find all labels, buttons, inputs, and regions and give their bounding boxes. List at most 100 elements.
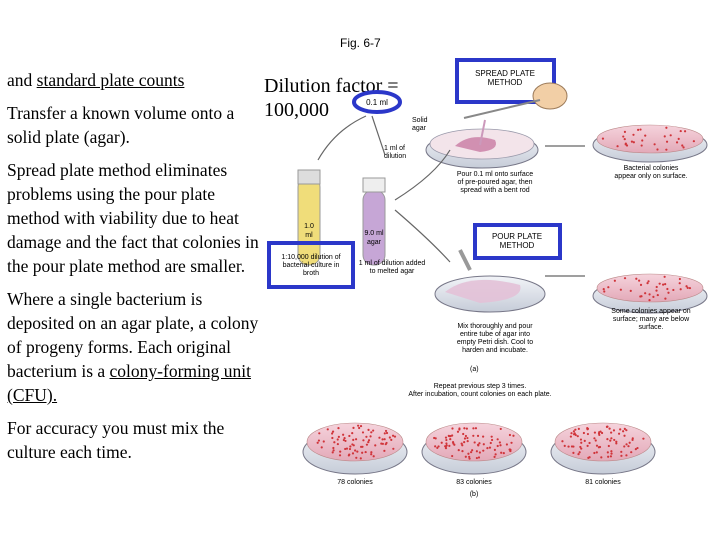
- colony-dot: [354, 449, 356, 451]
- colony-dot: [352, 452, 354, 454]
- colony-dot: [652, 296, 654, 298]
- colony-dot: [332, 449, 334, 451]
- colony-dot: [451, 434, 453, 436]
- colony-dot: [370, 451, 372, 453]
- colony-dot: [659, 283, 661, 285]
- colony-dot: [610, 437, 612, 439]
- colony-dot: [602, 138, 604, 140]
- colony-dot: [499, 441, 501, 443]
- colony-dot: [373, 455, 375, 457]
- colony-dot: [467, 453, 469, 455]
- colony-dot: [679, 282, 681, 284]
- colony-dot: [384, 432, 386, 434]
- colony-dot: [482, 450, 484, 452]
- colony-dot: [664, 298, 666, 300]
- colony-dot: [370, 453, 372, 455]
- colony-dot: [448, 445, 450, 447]
- colony-dot: [607, 286, 609, 288]
- colony-dot: [337, 427, 339, 429]
- colony-dot: [681, 144, 683, 146]
- colony-dot: [610, 450, 612, 452]
- broth-tube: [298, 170, 320, 265]
- colony-dot: [561, 440, 563, 442]
- colony-dot: [446, 444, 448, 446]
- colony-dot: [338, 436, 340, 438]
- colony-dot: [448, 435, 450, 437]
- colony-dot: [445, 439, 447, 441]
- colony-dot: [470, 451, 472, 453]
- colony-dot: [596, 451, 598, 453]
- count1-label: 78 colonies: [337, 479, 373, 486]
- colony-dot: [578, 428, 580, 430]
- colony-dot: [644, 135, 646, 137]
- colony-dot: [639, 128, 641, 130]
- colony-dot: [497, 445, 499, 447]
- count-plate-1: [303, 423, 407, 474]
- colony-dot: [630, 451, 632, 453]
- colony-dot: [586, 427, 588, 429]
- colony-dot: [386, 432, 388, 434]
- colony-dot: [385, 442, 387, 444]
- colony-dot: [623, 435, 625, 437]
- colony-dot: [462, 433, 464, 435]
- colony-dot: [640, 295, 642, 297]
- colony-dot: [594, 431, 596, 433]
- colony-dot: [479, 451, 481, 453]
- colony-dot: [472, 427, 474, 429]
- colony-dot: [572, 445, 574, 447]
- colony-dot: [638, 280, 640, 282]
- colony-dot: [327, 428, 329, 430]
- colony-dot: [603, 290, 605, 292]
- colony-dot: [489, 447, 491, 449]
- colony-dot: [368, 439, 370, 441]
- colony-dot: [587, 433, 589, 435]
- colony-dot: [362, 431, 364, 433]
- colony-dot: [339, 451, 341, 453]
- colony-dot: [367, 429, 369, 431]
- colony-dot: [491, 436, 493, 438]
- colony-dot: [593, 452, 595, 454]
- colony-dot: [349, 445, 351, 447]
- colony-dot: [382, 443, 384, 445]
- colony-dot: [510, 442, 512, 444]
- colony-dot: [606, 426, 608, 428]
- colony-dot: [625, 142, 627, 144]
- colony-dot: [352, 439, 354, 441]
- colony-dot: [348, 454, 350, 456]
- colony-dot: [623, 445, 625, 447]
- colony-dot: [624, 138, 626, 140]
- colony-dot: [389, 436, 391, 438]
- colony-dot: [317, 442, 319, 444]
- colony-dot: [346, 447, 348, 449]
- colony-dot: [613, 439, 615, 441]
- colony-dot: [633, 141, 635, 143]
- colony-dot: [587, 457, 589, 459]
- pour-added-text: 1 ml of dilution addedto melted agar: [359, 260, 426, 275]
- colony-dot: [381, 438, 383, 440]
- colony-dot: [608, 428, 610, 430]
- colony-dot: [356, 451, 358, 453]
- colony-dot: [615, 442, 617, 444]
- colony-dot: [463, 427, 465, 429]
- colony-dot: [499, 444, 501, 446]
- one-ml-dilution-label: 1 ml ofdilution: [384, 145, 406, 160]
- colony-dot: [624, 131, 626, 133]
- colony-dot: [465, 456, 467, 458]
- colony-dot: [451, 427, 453, 429]
- colony-dot: [584, 440, 586, 442]
- colony-dot: [680, 288, 682, 290]
- colony-dot: [482, 435, 484, 437]
- colony-dot: [343, 437, 345, 439]
- colony-dot: [497, 438, 499, 440]
- colony-dot: [631, 439, 633, 441]
- colony-dot: [355, 438, 357, 440]
- colony-dot: [355, 457, 357, 459]
- colony-dot: [348, 435, 350, 437]
- colony-dot: [451, 455, 453, 457]
- colony-dot: [598, 431, 600, 433]
- colony-dot: [337, 443, 339, 445]
- colony-dot: [631, 140, 633, 142]
- colony-dot: [361, 452, 363, 454]
- colony-dot: [486, 447, 488, 449]
